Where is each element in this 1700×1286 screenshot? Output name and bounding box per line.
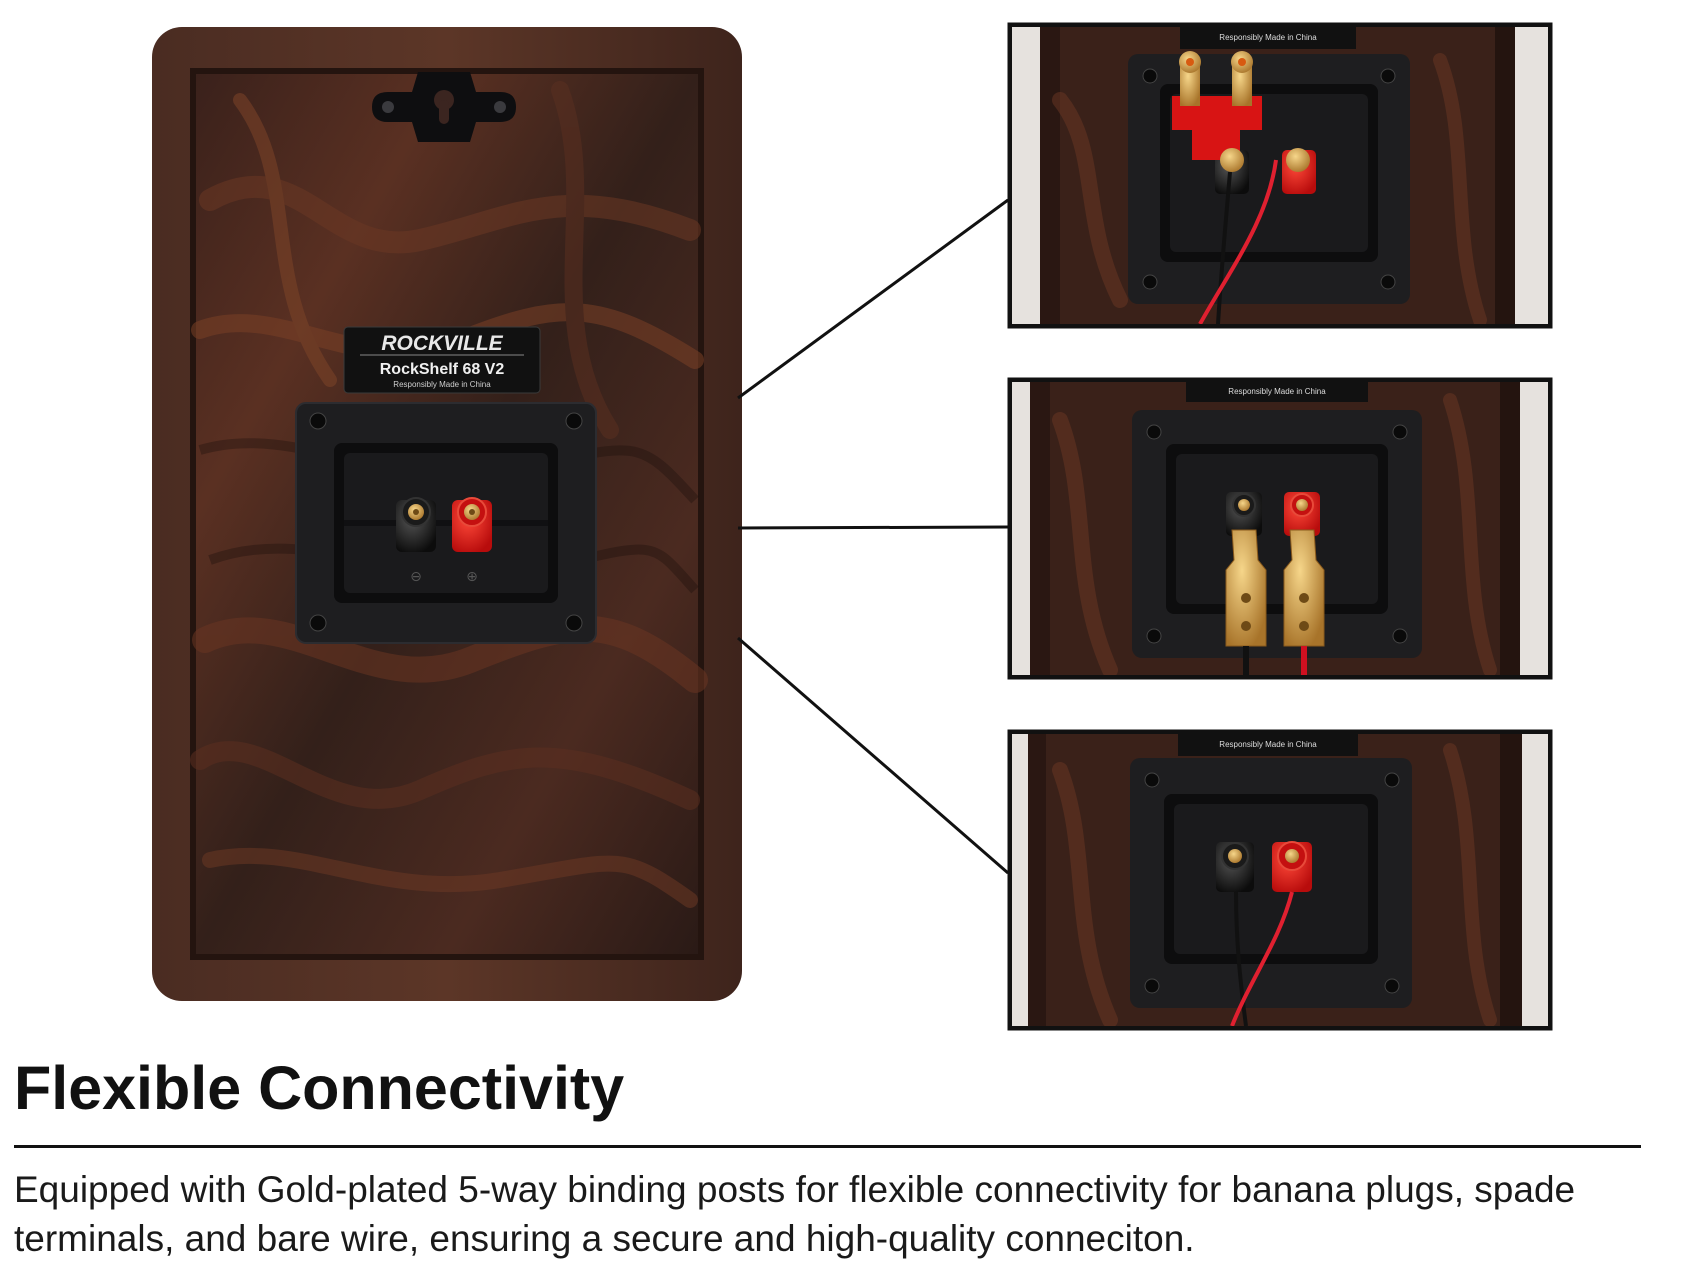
screw-icon [565, 412, 583, 430]
inset-spade-terminals: Responsibly Made in China [1007, 377, 1553, 680]
brand-text: ROCKVILLE [381, 332, 503, 355]
section-heading: Flexible Connectivity [14, 1054, 625, 1122]
section-description: Equipped with Gold-plated 5-way binding … [14, 1169, 1576, 1259]
inset3-label: Responsibly Made in China [1219, 740, 1317, 749]
screw-icon [309, 412, 327, 430]
inset-bare-wire: Responsibly Made in China [1007, 729, 1553, 1031]
inset2-label: Responsibly Made in China [1228, 387, 1326, 396]
product-image: ROCKVILLE RockShelf 68 V2 Responsibly Ma… [152, 22, 1553, 1031]
inset1-label: Responsibly Made in China [1219, 33, 1317, 42]
screw-icon [309, 614, 327, 632]
origin-text: Responsibly Made in China [393, 380, 491, 389]
negative-binding-post [396, 497, 436, 552]
callout-lines [737, 198, 1009, 875]
heading-divider [14, 1145, 1641, 1148]
positive-binding-post [452, 497, 492, 552]
screw-icon [565, 614, 583, 632]
model-text: RockShelf 68 V2 [380, 361, 505, 378]
negative-mark: ⊖ [410, 569, 422, 585]
positive-mark: ⊕ [466, 569, 478, 585]
inset-banana-plugs: Responsibly Made in China [1007, 22, 1553, 329]
model-label: ROCKVILLE RockShelf 68 V2 Responsibly Ma… [343, 326, 541, 394]
terminal-plate: ⊖ ⊕ [295, 402, 597, 644]
keyhole-mount-icon [372, 72, 516, 142]
